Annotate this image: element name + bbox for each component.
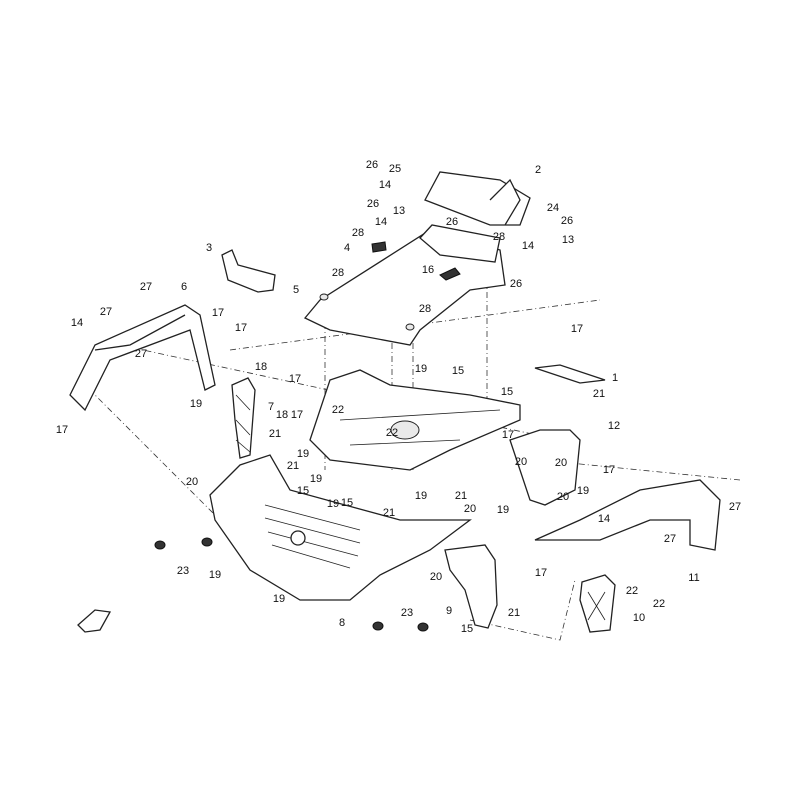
callout-27: 27 (135, 348, 147, 360)
callout-27: 27 (664, 533, 676, 545)
callout-27: 27 (729, 501, 741, 513)
callout-15: 15 (501, 386, 513, 398)
callout-26: 26 (561, 215, 573, 227)
callout-23: 23 (401, 607, 413, 619)
part-9-mud-guard (444, 544, 498, 629)
part-1-plate (534, 364, 606, 384)
callout-3: 3 (206, 242, 212, 254)
callout-14: 14 (375, 216, 387, 228)
callout-19: 19 (577, 485, 589, 497)
callout-15: 15 (297, 485, 309, 497)
callout-20: 20 (515, 456, 527, 468)
callout-19: 19 (273, 593, 285, 605)
callout-15: 15 (461, 623, 473, 635)
callout-26: 26 (366, 159, 378, 171)
callout-15: 15 (341, 497, 353, 509)
callout-25: 25 (389, 163, 401, 175)
callout-15: 15 (452, 365, 464, 377)
callout-19: 19 (415, 490, 427, 502)
part-11-front-fender-right (534, 479, 721, 551)
callout-21: 21 (287, 460, 299, 472)
callout-17: 17 (571, 323, 583, 335)
callout-14: 14 (379, 179, 391, 191)
callout-24: 24 (547, 202, 559, 214)
part-6-front-fender-rack (69, 304, 216, 412)
part-7-side-grille (231, 377, 256, 459)
callout-17: 17 (289, 373, 301, 385)
callout-5: 5 (293, 284, 299, 296)
callout-17: 17 (502, 429, 514, 441)
callout-19: 19 (310, 473, 322, 485)
callout-21: 21 (383, 507, 395, 519)
callout-19: 19 (415, 363, 427, 375)
callout-28: 28 (332, 267, 344, 279)
callout-23: 23 (177, 565, 189, 577)
callout-17: 17 (603, 464, 615, 476)
callout-14: 14 (71, 317, 83, 329)
callout-21: 21 (593, 388, 605, 400)
part-10-rear-grille (579, 574, 616, 633)
callout-22: 22 (653, 598, 665, 610)
callout-6: 6 (181, 281, 187, 293)
callout-13: 13 (393, 205, 405, 217)
part-2-front-visor (424, 171, 531, 226)
callout-7: 7 (268, 401, 274, 413)
callout-10: 10 (633, 612, 645, 624)
part-12-side-panel (509, 429, 581, 506)
callout-27: 27 (140, 281, 152, 293)
callout-1: 1 (612, 372, 618, 384)
callout-28: 28 (419, 303, 431, 315)
callout-27: 27 (100, 306, 112, 318)
arrow-icon (77, 609, 112, 633)
callout-22: 22 (386, 427, 398, 439)
callout-14: 14 (598, 513, 610, 525)
callout-26: 26 (446, 216, 458, 228)
callout-22: 22 (626, 585, 638, 597)
callout-17: 17 (235, 322, 247, 334)
part-5-front-top-cover (303, 224, 506, 346)
callout-20: 20 (464, 503, 476, 515)
callout-17: 17 (212, 307, 224, 319)
callout-19: 19 (190, 398, 202, 410)
callout-2: 2 (535, 164, 541, 176)
callout-16: 16 (422, 264, 434, 276)
callout-28: 28 (352, 227, 364, 239)
callout-8: 8 (339, 617, 345, 629)
part-3-bracket (221, 249, 276, 293)
callout-14: 14 (522, 240, 534, 252)
callout-26: 26 (510, 278, 522, 290)
callout-17: 17 (535, 567, 547, 579)
callout-20: 20 (430, 571, 442, 583)
callout-4: 4 (344, 242, 350, 254)
callout-21: 21 (269, 428, 281, 440)
callout-26: 26 (367, 198, 379, 210)
callout-21: 21 (455, 490, 467, 502)
callout-21: 21 (508, 607, 520, 619)
part-8-front-bumper (209, 454, 472, 601)
callout-13: 13 (562, 234, 574, 246)
callout-20: 20 (557, 491, 569, 503)
callout-20: 20 (186, 476, 198, 488)
callout-12: 12 (608, 420, 620, 432)
callout-18: 18 (255, 361, 267, 373)
callout-28: 28 (493, 231, 505, 243)
callout-19: 19 (297, 448, 309, 460)
callout-17: 17 (291, 409, 303, 421)
callout-17: 17 (56, 424, 68, 436)
callout-19: 19 (497, 504, 509, 516)
callout-19: 19 (209, 569, 221, 581)
part-23-grommets (154, 537, 429, 632)
callout-9: 9 (446, 605, 452, 617)
part-frame-tray (309, 369, 521, 471)
callout-19: 19 (327, 498, 339, 510)
callout-18: 18 (276, 409, 288, 421)
callout-20: 20 (555, 457, 567, 469)
callout-22: 22 (332, 404, 344, 416)
callout-11: 11 (688, 572, 699, 584)
